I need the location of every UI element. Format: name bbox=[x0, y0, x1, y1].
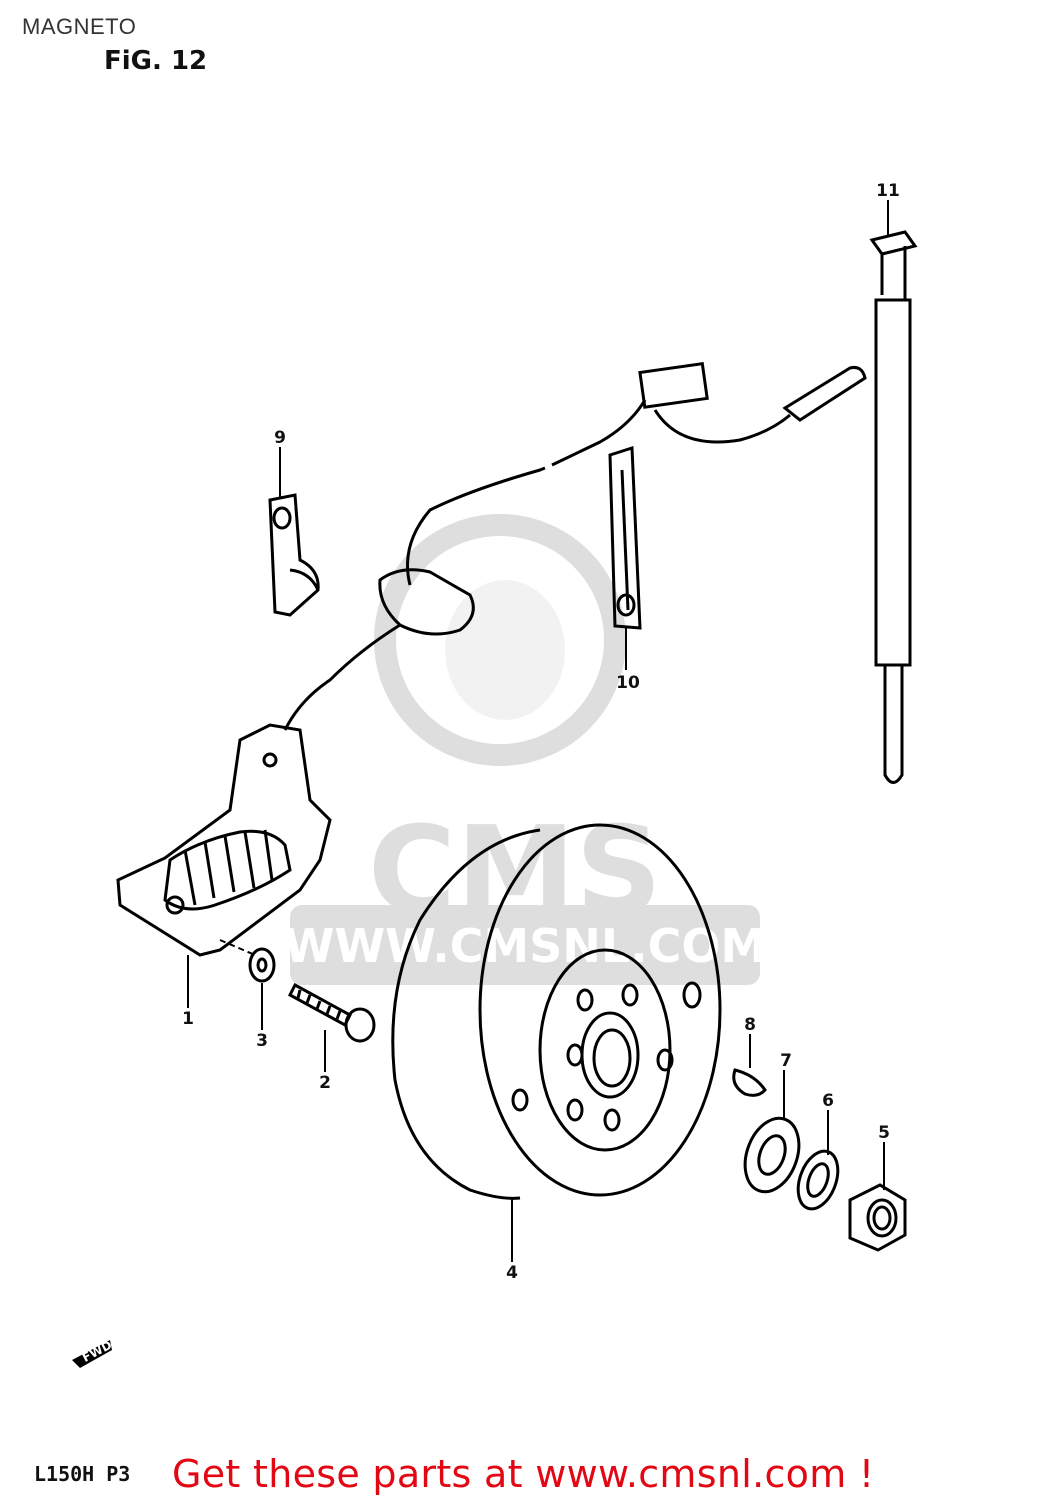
exploded-parts-diagram: CMS WWW.CMSNL.COM bbox=[72, 181, 918, 1368]
callout-2: 2 bbox=[319, 1073, 331, 1093]
part-5-nut bbox=[848, 1183, 907, 1252]
callout-1: 1 bbox=[182, 1009, 194, 1029]
parts-link-banner[interactable]: Get these parts at www.cmsnl.com ! bbox=[172, 1452, 875, 1496]
callout-10: 10 bbox=[616, 673, 640, 693]
part-9-clamp bbox=[268, 493, 320, 617]
watermark-url-text: WWW.CMSNL.COM bbox=[284, 919, 767, 973]
callout-11: 11 bbox=[876, 181, 900, 201]
page-title: MAGNETO bbox=[22, 14, 137, 39]
part-11-strap bbox=[869, 230, 918, 784]
part-4-rotor bbox=[391, 823, 722, 1200]
callout-6: 6 bbox=[822, 1091, 834, 1111]
callout-4: 4 bbox=[506, 1263, 518, 1283]
part-7-washer bbox=[743, 1116, 801, 1194]
figure-number: FiG. 12 bbox=[104, 46, 208, 76]
part-10-bracket bbox=[608, 445, 642, 630]
direction-arrow-icon: FWD bbox=[72, 1338, 114, 1368]
callout-7: 7 bbox=[780, 1051, 792, 1071]
part-2-screw bbox=[288, 982, 376, 1043]
model-code: L150H P3 bbox=[34, 1462, 131, 1486]
part-3-washer bbox=[248, 947, 276, 983]
callout-5: 5 bbox=[878, 1123, 890, 1143]
callout-3: 3 bbox=[256, 1031, 268, 1051]
callout-9: 9 bbox=[274, 428, 286, 448]
part-8-key bbox=[732, 1068, 767, 1097]
callout-labels: 1 2 3 4 5 6 7 8 9 10 11 bbox=[182, 181, 900, 1283]
part-1-coil-assembly bbox=[116, 723, 332, 957]
leader-lines bbox=[187, 200, 889, 1262]
part-wire-harness bbox=[283, 362, 867, 731]
direction-label: FWD bbox=[80, 1338, 114, 1365]
cms-watermark: CMS WWW.CMSNL.COM bbox=[284, 514, 767, 985]
callout-8: 8 bbox=[744, 1015, 756, 1035]
